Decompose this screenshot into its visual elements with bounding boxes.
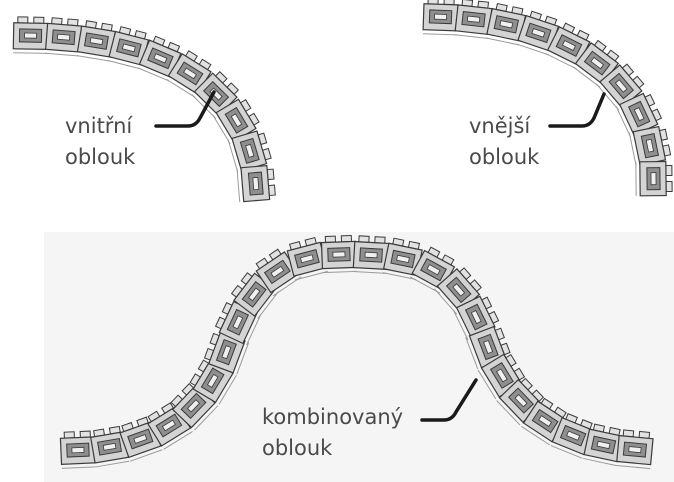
combined-bend-link bbox=[465, 325, 511, 370]
label-inner-line1: vnitřní bbox=[65, 114, 133, 138]
outer-bend-link bbox=[485, 2, 527, 46]
label-outer-line1: vnější bbox=[469, 114, 531, 138]
inner-bend-link bbox=[212, 98, 260, 145]
combined-bend-link bbox=[189, 359, 237, 405]
inner-bend-link bbox=[137, 35, 182, 82]
outer-bend-chain bbox=[422, 0, 673, 197]
combined-bend-link bbox=[550, 413, 595, 459]
label-inner-bend: vnitřní oblouk bbox=[65, 111, 135, 173]
combined-bend-link bbox=[352, 235, 390, 274]
outer-bend-link bbox=[572, 39, 620, 88]
outer-bend-link bbox=[516, 10, 560, 56]
outer-bend-link bbox=[545, 22, 591, 70]
inner-bend-link bbox=[76, 20, 116, 62]
combined-bend-chain bbox=[59, 235, 654, 470]
combined-bend-link bbox=[320, 235, 358, 274]
inner-bend-link bbox=[236, 164, 276, 203]
label-inner-line2: oblouk bbox=[65, 145, 136, 169]
combined-bend-link bbox=[203, 331, 250, 375]
inner-bend-chain bbox=[12, 16, 276, 203]
outer-bend-link bbox=[635, 160, 673, 197]
inner-bend-link bbox=[12, 16, 49, 54]
label-outer-line2: oblouk bbox=[469, 145, 540, 169]
outer-bend-link bbox=[596, 63, 645, 111]
label-combined-line1: kombinovaný bbox=[262, 405, 404, 429]
outer-bend-link bbox=[615, 92, 663, 138]
combined-bend-link bbox=[583, 423, 624, 467]
inner-bend-link bbox=[107, 26, 150, 70]
combined-bend-link bbox=[382, 237, 423, 280]
outer-bend-link bbox=[422, 0, 459, 36]
inner-bend-link bbox=[166, 50, 212, 98]
combined-bend-link bbox=[119, 416, 163, 462]
combined-bend-link bbox=[616, 429, 654, 470]
pointer-line-inner bbox=[154, 90, 216, 128]
pointer-line-combined bbox=[420, 378, 478, 422]
combined-bend-link bbox=[89, 425, 130, 468]
inner-bend-link bbox=[191, 71, 240, 119]
combined-bend-link bbox=[214, 300, 262, 346]
combined-bend-link bbox=[521, 397, 568, 446]
combined-bend-link bbox=[286, 236, 328, 281]
outer-bend-link bbox=[628, 125, 672, 166]
label-combined-line2: oblouk bbox=[262, 436, 333, 460]
label-combined-bend: kombinovaný oblouk bbox=[262, 402, 403, 464]
inner-bend-link bbox=[227, 130, 272, 173]
combined-bend-link bbox=[59, 430, 97, 469]
inner-bend-link bbox=[44, 17, 83, 57]
pointer-line-outer bbox=[548, 92, 606, 128]
label-outer-bend: vnější oblouk bbox=[469, 111, 539, 173]
